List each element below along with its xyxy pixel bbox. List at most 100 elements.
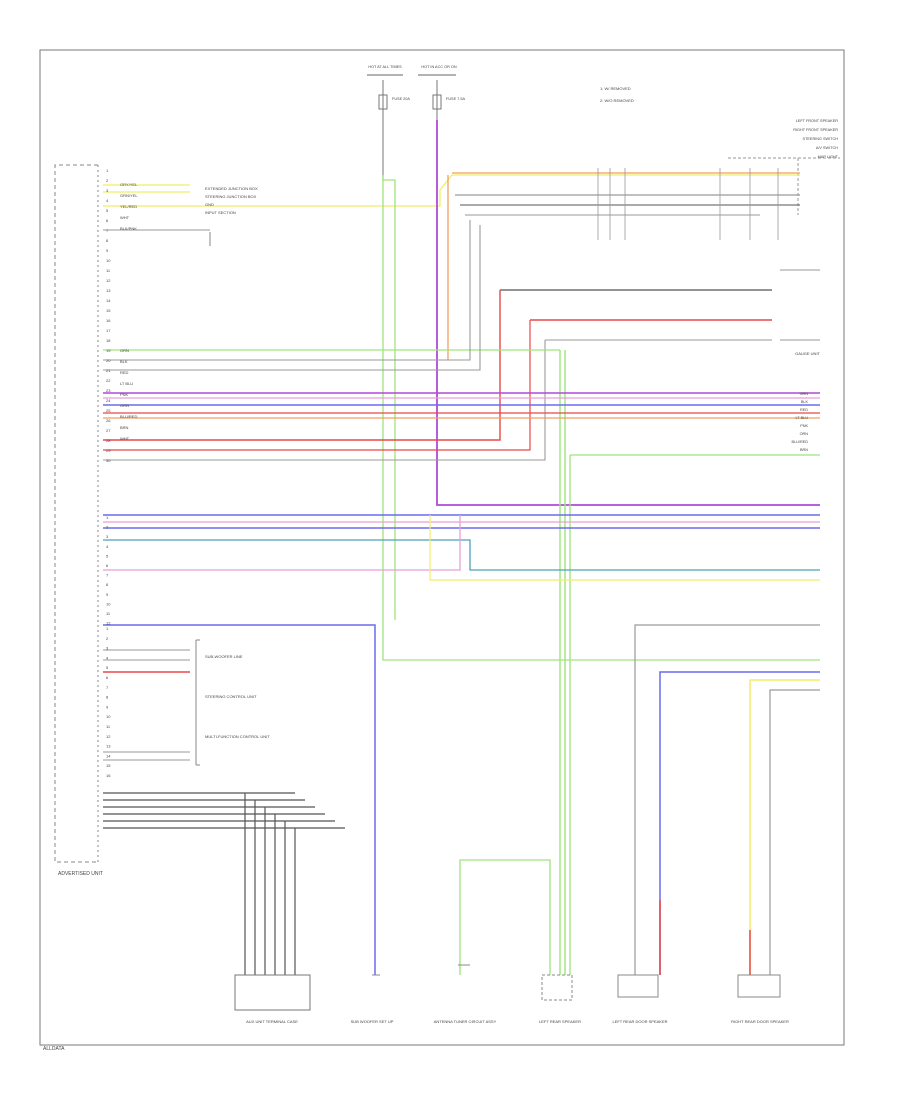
bottom-component-label: SUB WOOFER SET UP bbox=[351, 1019, 394, 1024]
pin-number: 16 bbox=[106, 318, 111, 323]
wire-red-a bbox=[103, 290, 501, 441]
pin-number: 16 bbox=[106, 773, 111, 778]
pin-number: 11 bbox=[106, 611, 111, 616]
fuse-block bbox=[367, 74, 456, 175]
pin-number: 4 bbox=[106, 655, 109, 660]
wire-red-c bbox=[103, 320, 531, 451]
top-right-connector bbox=[728, 157, 840, 341]
pin-number: 7 bbox=[106, 685, 109, 690]
wire-gray-f bbox=[103, 225, 481, 371]
bottom-components bbox=[234, 964, 781, 1011]
wire-yellow-mid bbox=[429, 515, 820, 581]
pin-number: 21 bbox=[106, 368, 111, 373]
aux-terminal-box bbox=[234, 974, 311, 1011]
aux-connector-box bbox=[541, 974, 573, 1001]
pin-number: 14 bbox=[106, 753, 111, 758]
pin-number: 10 bbox=[106, 714, 111, 719]
top-right-label: LEFT FRONT SPEAKER bbox=[796, 119, 839, 123]
side-text: EXTENDED JUNCTION BOX bbox=[205, 186, 258, 191]
pin-number: 27 bbox=[106, 428, 111, 433]
wire-label: RED bbox=[120, 370, 129, 375]
pin-number: 3 bbox=[106, 646, 109, 651]
bottom-component-label: LEFT REAR SPEAKER bbox=[539, 1019, 581, 1024]
wire-yel-red bbox=[103, 174, 800, 207]
wire-label: PNK bbox=[120, 392, 129, 397]
wire-brn bbox=[103, 515, 461, 571]
wire-blu-spk1 bbox=[659, 671, 820, 975]
top-right-label: RIGHT FRONT SPEAKER bbox=[793, 128, 838, 132]
pin-number: 8 bbox=[106, 695, 109, 700]
pin-number: 1 bbox=[106, 626, 109, 631]
wire-label-right: LT BLU bbox=[795, 416, 808, 420]
wire-label-right: RED bbox=[800, 408, 808, 412]
wire-yel-spk2 bbox=[749, 679, 820, 975]
wire-gray-e bbox=[103, 220, 471, 361]
wire-label-right: BLK bbox=[801, 400, 809, 404]
wire-label: YEL/RED bbox=[120, 204, 137, 209]
wire-gray-spk2 bbox=[769, 689, 820, 975]
wire-label: BLK/PNK bbox=[120, 226, 137, 231]
pin-number: 2 bbox=[106, 525, 109, 530]
pin-number: 24 bbox=[106, 398, 111, 403]
pin-number: 22 bbox=[106, 378, 111, 383]
wire-label-right: BLU/RED bbox=[792, 440, 809, 444]
label-group: GRY/YELGRN/YELYEL/REDWHTBLK/PNKGRNBLKRED… bbox=[120, 65, 839, 1024]
wire-label: LT BLU bbox=[120, 381, 133, 386]
right-connector-label: GAUGE UNIT bbox=[795, 351, 820, 356]
wire-label-right: ORN bbox=[800, 432, 809, 436]
pin-number: 6 bbox=[106, 563, 109, 568]
pin-number: 8 bbox=[106, 582, 109, 587]
pin-number: 15 bbox=[106, 308, 111, 313]
pin-number: 3 bbox=[106, 534, 109, 539]
pin-number: 25 bbox=[106, 408, 111, 413]
top-right-label: STEERING SWITCH bbox=[803, 137, 839, 141]
wire-blue-lower bbox=[103, 624, 376, 975]
pin-number: 15 bbox=[106, 763, 111, 768]
wire-teal bbox=[103, 539, 820, 571]
alldata-label: ALLDATA bbox=[43, 1046, 65, 1052]
wire-label: BLU/RED bbox=[120, 414, 137, 419]
right-rear-speaker-box bbox=[737, 974, 781, 998]
pin-number: 9 bbox=[106, 592, 109, 597]
pin-number: 30 bbox=[106, 458, 111, 463]
wire-label: ORN bbox=[120, 403, 129, 408]
side-text: SUB-WOOFER LINE bbox=[205, 654, 243, 659]
diagram-border bbox=[39, 49, 845, 1046]
wire-violet-fuse bbox=[436, 120, 820, 506]
bottom-component-label: AUX UNIT TERMINAL CASE bbox=[246, 1019, 298, 1024]
wire-label-right: PNK bbox=[800, 424, 808, 428]
left-rear-speaker-box bbox=[617, 974, 659, 998]
top-right-label: A/V SWITCH bbox=[816, 146, 838, 150]
side-text: INPUT SECTION bbox=[205, 210, 236, 215]
pin-number: 4 bbox=[106, 544, 109, 549]
pin-number-group: 1234567891011121314151617181920212223242… bbox=[106, 168, 111, 778]
pin-number: 2 bbox=[106, 178, 109, 183]
pin-number: 3 bbox=[106, 188, 109, 193]
pin-number: 2 bbox=[106, 636, 109, 641]
fuse-name: FUSE 7.5A bbox=[446, 97, 465, 101]
side-text: STEERING JUNCTION BOX bbox=[205, 194, 257, 199]
pin-number: 7 bbox=[106, 228, 109, 233]
pin-number: 6 bbox=[106, 675, 109, 680]
fuse-label: HOT AT ALL TIMES bbox=[368, 65, 402, 69]
wire-gray-spk1 bbox=[634, 624, 820, 975]
pin-number: 11 bbox=[106, 268, 111, 273]
side-text: MULTI-FUNCTION CONTROL UNIT bbox=[205, 734, 270, 739]
bottom-component-label: ANTENNA TUNER CIRCUIT ASSY bbox=[434, 1019, 497, 1024]
pin-number: 28 bbox=[106, 438, 111, 443]
wire-group bbox=[103, 120, 820, 975]
pin-number: 1 bbox=[106, 515, 109, 520]
fuse-name: FUSE 20A bbox=[392, 97, 410, 101]
pin-number: 8 bbox=[106, 238, 109, 243]
pin-number: 14 bbox=[106, 298, 111, 303]
pin-number: 6 bbox=[106, 218, 109, 223]
pin-number: 12 bbox=[106, 734, 111, 739]
pin-number: 5 bbox=[106, 208, 109, 213]
pin-number: 4 bbox=[106, 198, 109, 203]
pin-number: 20 bbox=[106, 358, 111, 363]
wire-gray-d bbox=[103, 340, 546, 461]
pin-number: 29 bbox=[106, 448, 111, 453]
wire-label: GRN bbox=[120, 348, 129, 353]
